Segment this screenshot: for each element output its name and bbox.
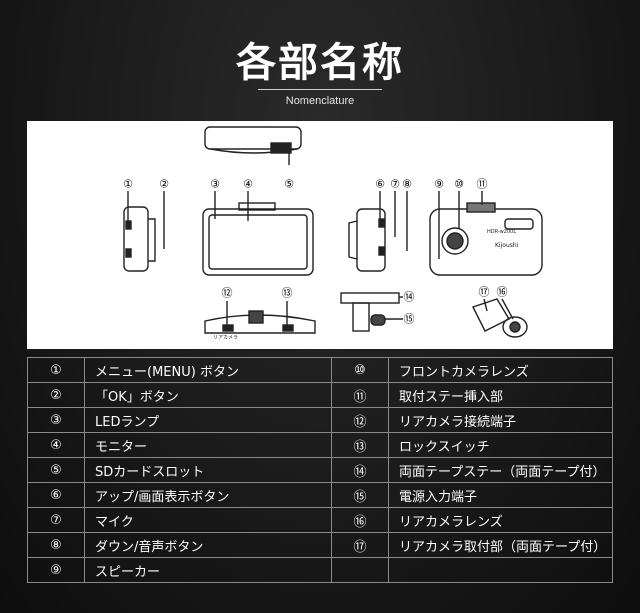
callout-3: ③ [210, 178, 220, 191]
part-number: ⑧ [27, 532, 85, 558]
part-name: ダウン/音声ボタン [84, 532, 332, 558]
callout-2: ② [159, 178, 169, 191]
part-name: スピーカー [84, 557, 332, 583]
callout-11: ⑪ [477, 178, 488, 191]
part-name: マイク [84, 507, 332, 533]
part-number: ⑯ [331, 507, 389, 533]
table-row: ⑦ マイク ⑯ リアカメラレンズ [27, 507, 613, 533]
table-row: ⑥ アップ/画面表示ボタン ⑮ 電源入力端子 [27, 482, 613, 508]
part-name: ロックスイッチ [388, 432, 613, 458]
part-number: ① [27, 357, 85, 383]
callout-15: ⑮ [404, 313, 415, 326]
part-name: 両面テープステー（両面テープ付） [388, 457, 613, 483]
parts-table: ① メニュー(MENU) ボタン ⑩ フロントカメラレンズ ② 「OK」ボタン … [27, 357, 613, 583]
part-name: リアカメラレンズ [388, 507, 613, 533]
part-name [388, 557, 613, 583]
device-back-view: HDR-w200L Kijoushi [429, 191, 543, 276]
callout-5: ⑤ [284, 178, 294, 191]
part-number: ⑨ [27, 557, 85, 583]
part-number: ⑩ [331, 357, 389, 383]
part-number: ④ [27, 432, 85, 458]
part-name: 電源入力端子 [388, 482, 613, 508]
callout-4: ④ [243, 178, 253, 191]
callout-17: ⑰ [479, 286, 490, 299]
part-number: ⑮ [331, 482, 389, 508]
title-divider [258, 89, 382, 90]
part-number: ③ [27, 407, 85, 433]
device-top-view [204, 126, 302, 165]
device-diagram: HDR-w200L Kijoushi リアカメラ [27, 121, 613, 349]
part-number: ⑬ [331, 432, 389, 458]
callout-12: ⑫ [222, 287, 233, 300]
part-name: メニュー(MENU) ボタン [84, 357, 332, 383]
part-name: LEDランプ [84, 407, 332, 433]
device-front-view [202, 191, 314, 276]
page-title: 各部名称 [236, 40, 404, 86]
rear-port-label: リアカメラ [213, 335, 238, 341]
part-name: モニター [84, 432, 332, 458]
table-row: ⑨ スピーカー [27, 557, 613, 583]
table-row: ③ LEDランプ ⑫ リアカメラ接続端子 [27, 407, 613, 433]
callout-8: ⑧ [402, 178, 412, 191]
device-model-label: HDR-w200L [487, 229, 516, 235]
table-row: ② 「OK」ボタン ⑪ 取付ステー挿入部 [27, 382, 613, 408]
callout-6: ⑥ [375, 178, 385, 191]
table-row: ⑧ ダウン/音声ボタン ⑰ リアカメラ取付部（両面テープ付） [27, 532, 613, 558]
callout-13: ⑬ [282, 287, 293, 300]
part-name: リアカメラ取付部（両面テープ付） [388, 532, 613, 558]
part-name: リアカメラ接続端子 [388, 407, 613, 433]
part-name: フロントカメラレンズ [388, 357, 613, 383]
rear-camera-view [472, 298, 528, 338]
page-subtitle: Nomenclature [285, 95, 355, 107]
device-bottom-view: リアカメラ [204, 301, 316, 341]
part-number: ⑤ [27, 457, 85, 483]
part-number: ⑭ [331, 457, 389, 483]
part-name: 取付ステー挿入部 [388, 382, 613, 408]
device-brand-label: Kijoushi [495, 242, 519, 249]
part-number: ⑦ [27, 507, 85, 533]
table-row: ④ モニター ⑬ ロックスイッチ [27, 432, 613, 458]
callout-1: ① [123, 178, 133, 191]
callout-14: ⑭ [404, 291, 415, 304]
part-number [331, 557, 389, 583]
part-name: アップ/画面表示ボタン [84, 482, 332, 508]
device-left-side-view [123, 191, 165, 272]
part-number: ⑫ [331, 407, 389, 433]
part-number: ⑰ [331, 532, 389, 558]
callout-10: ⑩ [454, 178, 464, 191]
device-right-side-view [348, 191, 408, 272]
callout-9: ⑨ [434, 178, 444, 191]
callout-7: ⑦ [390, 178, 400, 191]
part-number: ② [27, 382, 85, 408]
callout-16: ⑯ [497, 286, 508, 299]
table-row: ① メニュー(MENU) ボタン ⑩ フロントカメラレンズ [27, 357, 613, 383]
part-name: SDカードスロット [84, 457, 332, 483]
table-row: ⑤ SDカードスロット ⑭ 両面テープステー（両面テープ付） [27, 457, 613, 483]
part-number: ⑪ [331, 382, 389, 408]
part-name: 「OK」ボタン [84, 382, 332, 408]
tape-mount-view [340, 292, 403, 332]
part-number: ⑥ [27, 482, 85, 508]
